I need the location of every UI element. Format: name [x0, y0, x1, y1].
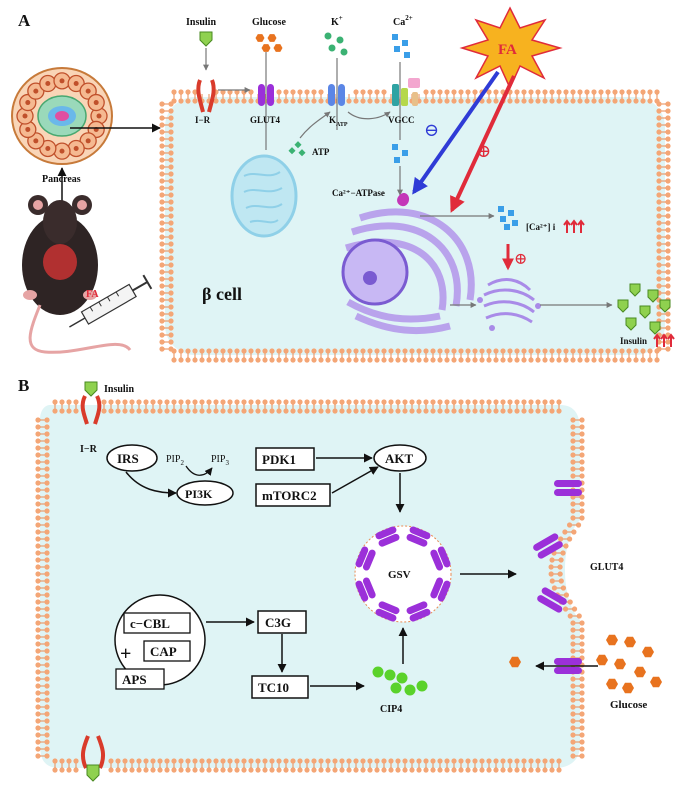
fa-label: FA [498, 42, 517, 58]
ca-atpase-label: Ca²⁺−ATPase [332, 188, 385, 198]
insulin-b-label: Insulin [104, 384, 134, 395]
mtorc2-node: mTORC2 [255, 483, 331, 507]
akt-node: AKT [373, 444, 427, 472]
mtorc2-label: mTORC2 [262, 488, 317, 503]
panel-b: B Insulin I−R IRS PIP2 PIP3 PI3K [18, 376, 662, 782]
nucleus-icon [341, 238, 409, 306]
panel-b-label: B [18, 376, 29, 395]
mouse-illustration [22, 195, 132, 354]
pip3-label: PIP3 [211, 454, 229, 467]
calcium-label: Ca2+ [393, 14, 413, 28]
activate-sign: ⊕ [476, 141, 491, 161]
increase-arrows-icon [563, 219, 585, 233]
akt-label: AKT [385, 451, 414, 466]
complex-plus: + [120, 643, 131, 665]
endoplasmic-reticulum-icon [344, 208, 475, 335]
c3g-label: C3G [265, 615, 291, 630]
calcium-ions-icon [392, 34, 410, 58]
secreted-insulin-icon [617, 283, 671, 335]
arrow-mtorc2-to-akt [331, 466, 379, 494]
irs-label: IRS [117, 451, 139, 466]
insulin-receptor-icon [196, 79, 216, 113]
potassium-label: K+ [331, 14, 343, 28]
cip4-label: CIP4 [380, 704, 402, 715]
atp-label: ATP [312, 147, 330, 157]
insulin-receptor-bottom-icon [80, 735, 106, 782]
glucose-b-label: Glucose [610, 699, 647, 711]
katp-channel-icon [328, 84, 345, 106]
pdk1-node: PDK1 [255, 447, 315, 471]
cbl-complex-node: c−CBL + CAP APS [114, 594, 206, 690]
receptor-b-label: I−R [80, 444, 98, 455]
panel-a-label: A [18, 11, 31, 30]
glut4-b-label: GLUT4 [590, 562, 623, 573]
arrow-pip2-to-pip3 [185, 465, 213, 476]
insulin-secreted-label: Insulin [620, 336, 647, 346]
syringe-icon [69, 274, 153, 328]
arrow-irs-to-pi3k [125, 471, 177, 498]
insulin-molecule-b-icon [84, 381, 98, 397]
irs-node: IRS [106, 444, 158, 472]
katp-label: KATP [329, 115, 348, 128]
activate-sign-2: ⊕ [514, 251, 527, 268]
aps-label: APS [122, 672, 147, 687]
pi3k-node: PI3K [176, 480, 234, 506]
tc10-node: TC10 [251, 675, 309, 699]
atp-molecules-icon [288, 141, 306, 157]
panel-a: A Pancreas FA [11, 6, 675, 363]
muscle-cell-membrane [35, 399, 585, 773]
cip4-icon [372, 666, 428, 696]
glut4-transporter-icon [258, 84, 274, 106]
potassium-ions-icon [324, 32, 348, 56]
tc10-label: TC10 [258, 680, 289, 695]
cap-label: CAP [150, 644, 177, 659]
golgi-icon [477, 278, 541, 331]
glut4-membrane-icon [533, 480, 582, 674]
gsv-label: GSV [388, 569, 411, 581]
mitochondrion-icon [230, 154, 298, 238]
glut4-label: GLUT4 [250, 115, 281, 125]
glucose-b-icon [509, 634, 662, 694]
inhibit-arrow [412, 70, 500, 195]
receptor-label: I−R [195, 115, 211, 125]
mouse-fa-label: FA [86, 289, 99, 300]
inhibit-sign: ⊖ [424, 120, 439, 140]
vgcc-label: VGCC [388, 115, 415, 125]
gsv-vesicle-icon [354, 525, 452, 623]
beta-cell-label: β cell [202, 284, 242, 304]
glucose-molecules-icon [255, 34, 283, 52]
insulin-label: Insulin [186, 17, 216, 28]
pancreas-illustration [11, 67, 113, 165]
insulin-molecule-icon [199, 31, 213, 47]
calcium-release-icon [498, 206, 518, 230]
vgcc-channel-icon [392, 78, 420, 106]
activate-arrow [450, 75, 516, 213]
glucose-label: Glucose [252, 17, 286, 28]
calcium-ions-inside-icon [392, 144, 408, 163]
pi3k-label: PI3K [185, 487, 213, 501]
arrow-katp-to-vgcc [347, 111, 391, 120]
pdk1-label: PDK1 [262, 452, 296, 467]
arrow-atp-to-katp [299, 111, 331, 139]
calcium-intracellular-label: [Ca²⁺] i [526, 222, 556, 232]
ccbl-label: c−CBL [130, 616, 170, 631]
insulin-receptor-b-icon [80, 395, 102, 425]
pip2-label: PIP2 [166, 454, 184, 467]
beta-cell-cytoplasm [165, 97, 665, 355]
insulin-increase-arrows-icon [653, 333, 675, 347]
ca-atpase-icon [397, 192, 410, 207]
c3g-node: C3G [257, 610, 307, 634]
